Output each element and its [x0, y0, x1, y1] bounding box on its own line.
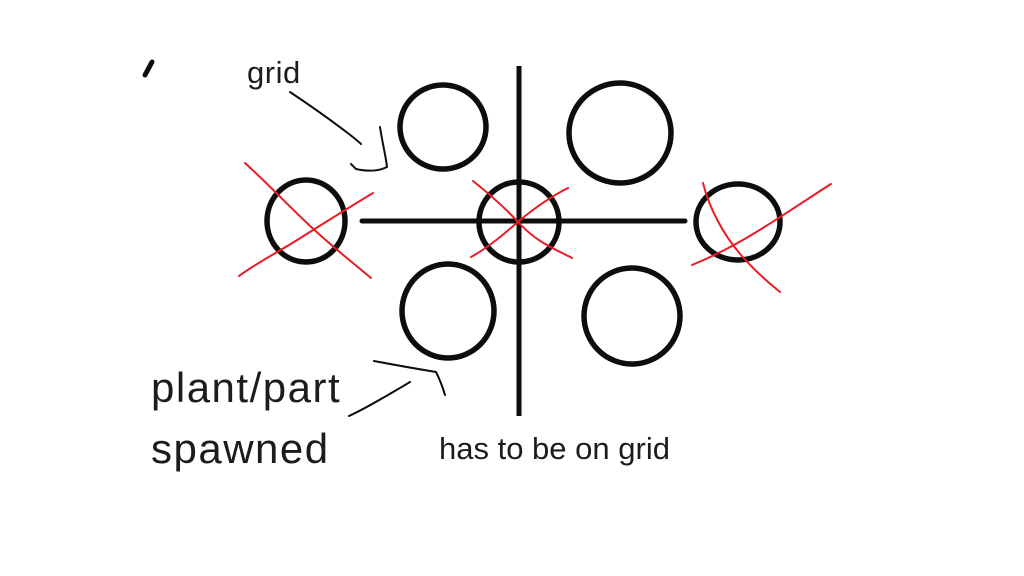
circle-bottom-left [399, 261, 497, 361]
red-x-left-stroke-2 [238, 192, 374, 277]
circle-top-right [566, 80, 674, 186]
has-to-be-on-grid-label: has to be on grid [439, 431, 670, 466]
plant-part-label-line1: plant/part [151, 364, 341, 411]
circle-top-left [397, 82, 489, 172]
plant-arrowhead [373, 360, 446, 396]
plant-part-label-line2: spawned [151, 425, 330, 472]
circle-middle-right [693, 181, 783, 263]
plant-arrow-line [348, 381, 411, 417]
grid-arrowhead [350, 126, 388, 172]
circle-middle-left [264, 177, 348, 265]
red-x-right-stroke-1 [702, 182, 781, 293]
red-x-center-stroke-1 [472, 180, 573, 259]
red-x-center-stroke-2 [470, 187, 569, 258]
circle-center [476, 179, 562, 265]
grid-label: grid [247, 55, 301, 90]
red-x-left-stroke-1 [244, 162, 372, 279]
grid-arrow-line [289, 91, 362, 145]
stray-pen-mark [142, 59, 155, 78]
circle-bottom-right [581, 265, 683, 367]
red-x-right-stroke-2 [691, 183, 832, 266]
